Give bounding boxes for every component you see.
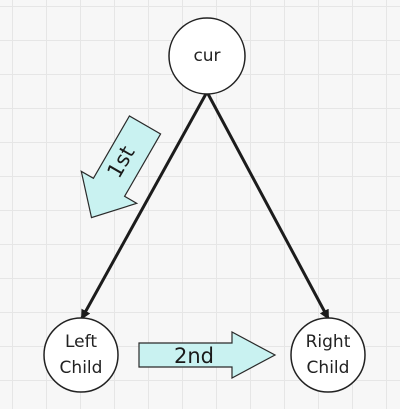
node-left-child-label-line1: Left <box>65 332 97 352</box>
node-right-child-circle <box>290 317 366 393</box>
first-order-arrow <box>80 115 162 219</box>
edge-cur-to-right-child <box>205 91 330 320</box>
node-left-child-label-line2: Child <box>60 358 103 378</box>
node-right-child: Right Child <box>290 317 366 393</box>
node-cur-label: cur <box>193 46 220 66</box>
second-order-arrow <box>138 330 277 380</box>
node-right-child-label-line1: Right <box>306 332 351 352</box>
second-order-arrow-label: 2nd <box>174 344 214 368</box>
node-left-child: Left Child <box>43 317 119 393</box>
first-order-arrow-shape <box>80 115 162 219</box>
node-right-child-label-line2: Child <box>307 358 350 378</box>
node-cur: cur <box>168 17 246 95</box>
node-cur-circle <box>168 17 246 95</box>
edge-cur-to-left-child <box>80 91 209 320</box>
node-left-child-circle <box>43 317 119 393</box>
